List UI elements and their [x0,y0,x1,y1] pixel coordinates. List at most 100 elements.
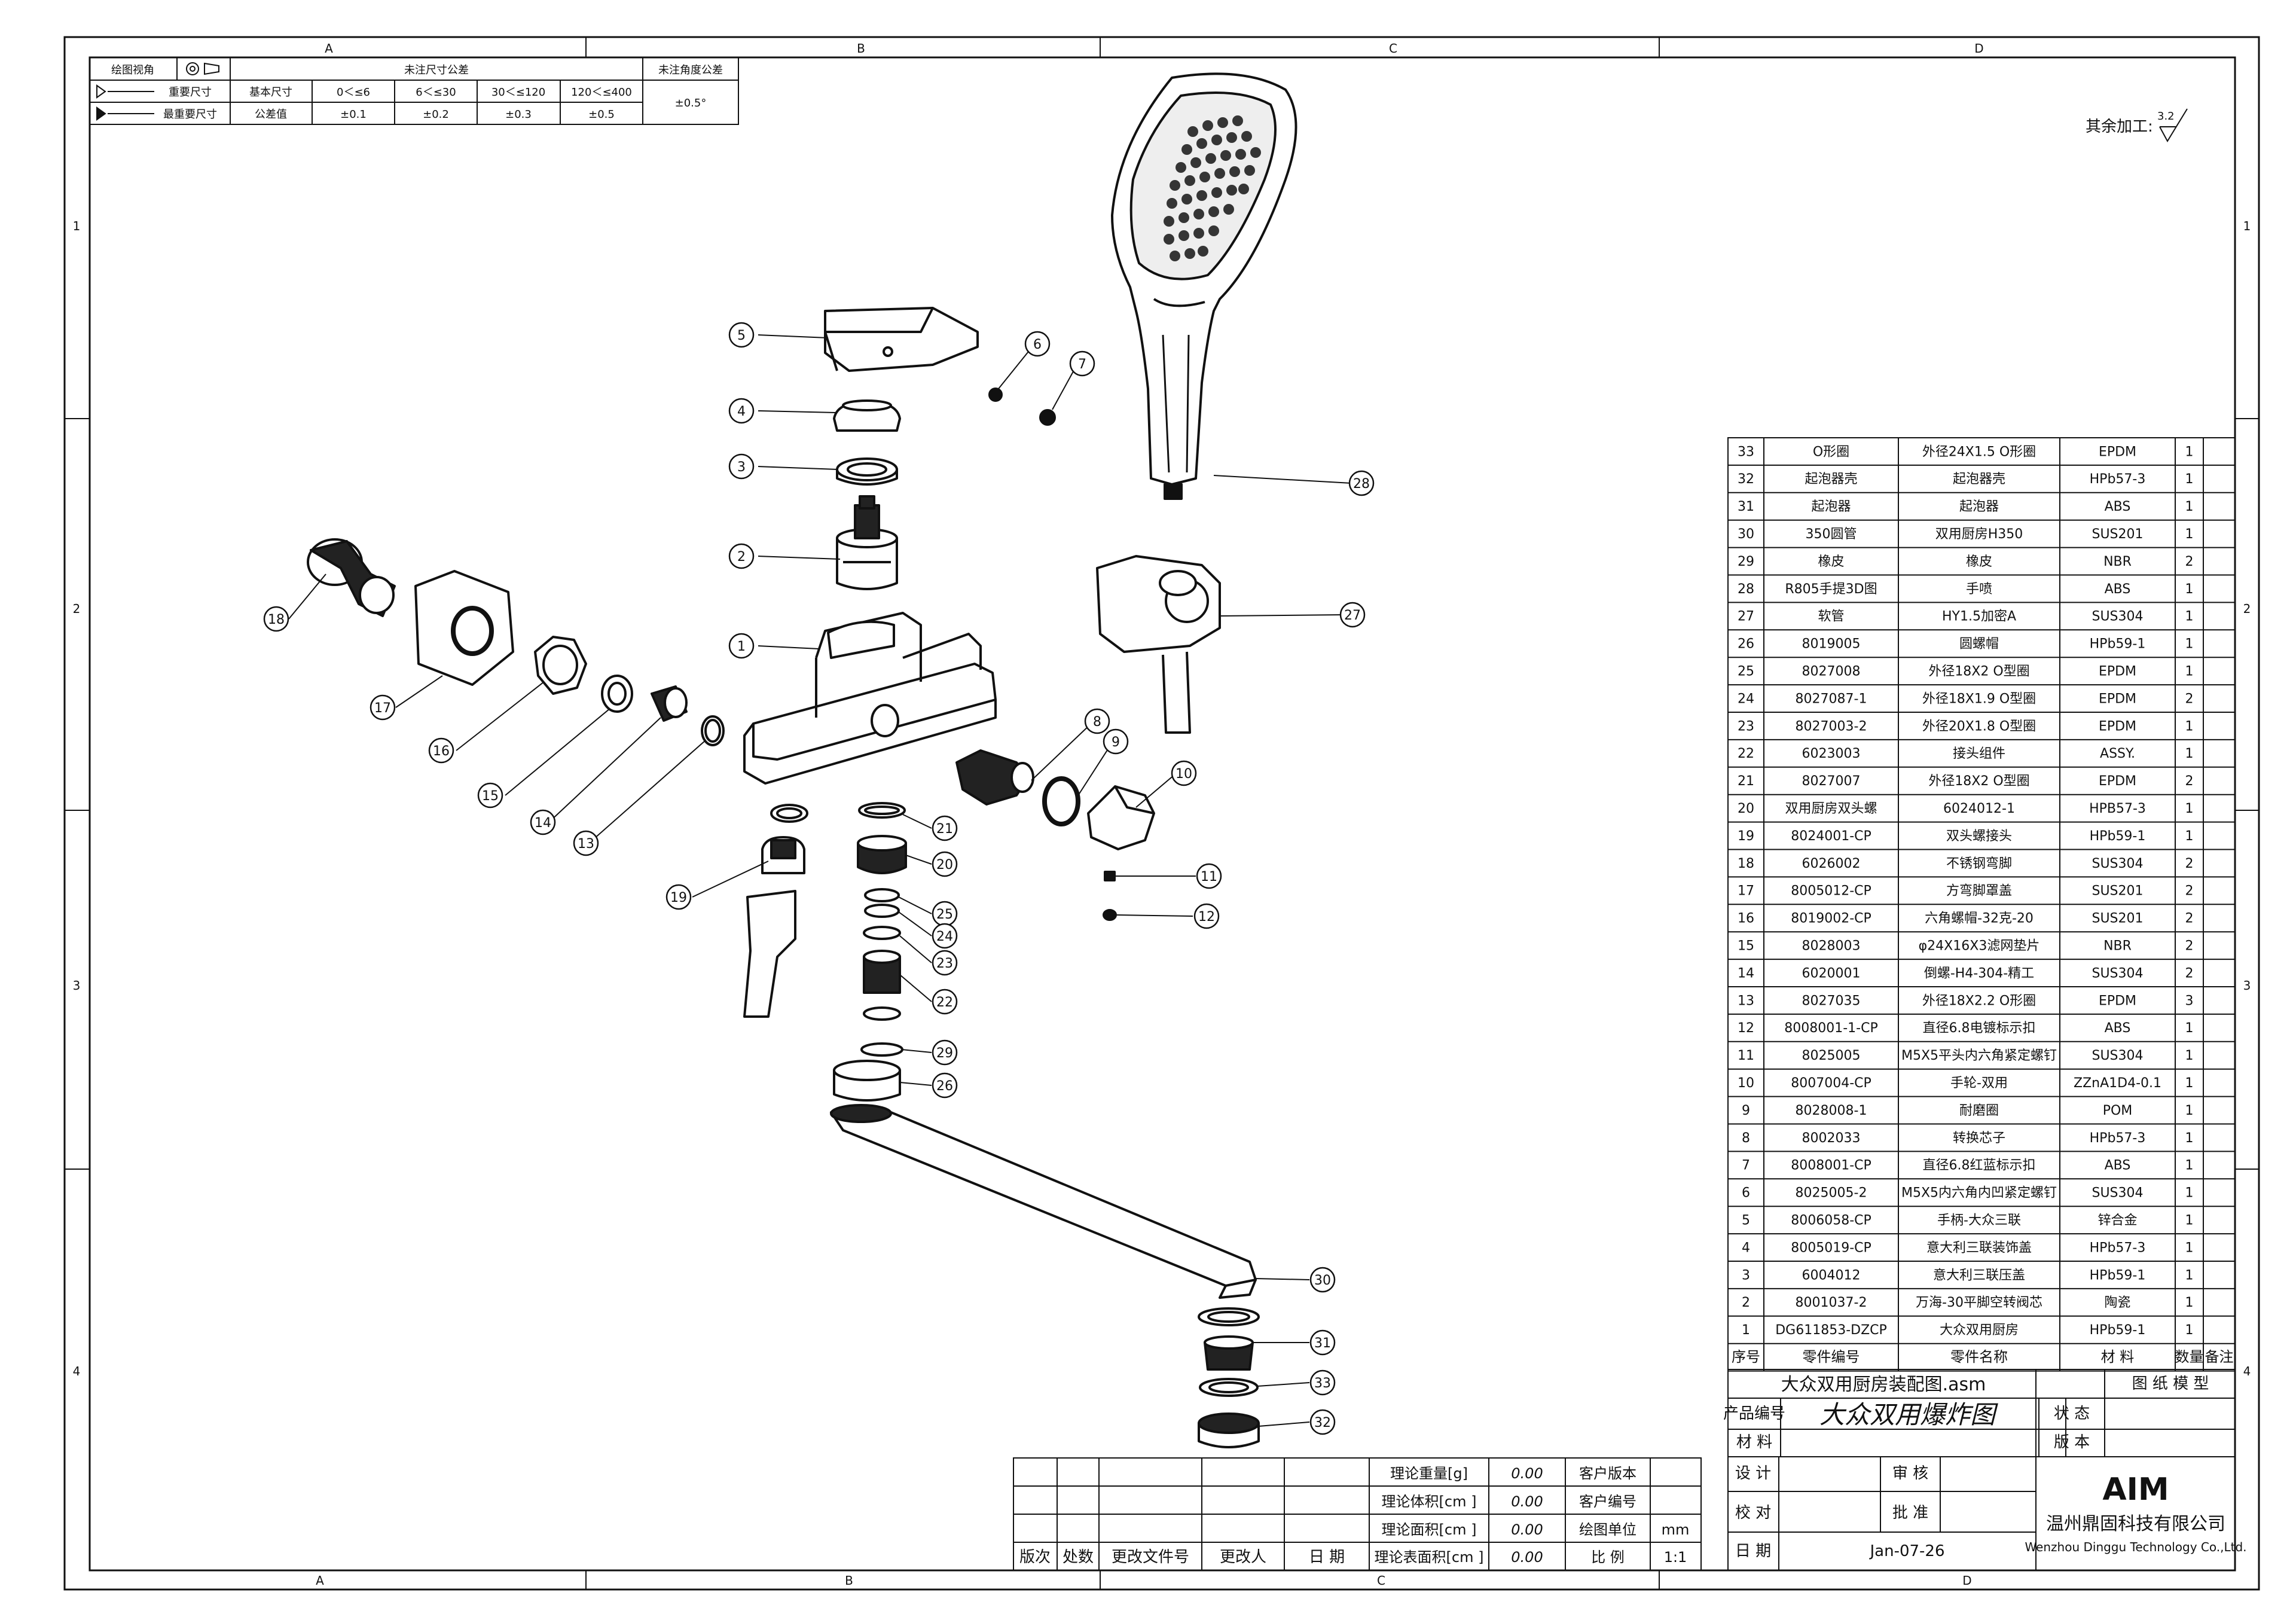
bom-part-no: 8002033 [1802,1131,1861,1146]
bom-part-name: 外径18X2 O型圈 [1928,664,2029,679]
bom-qty: 2 [2185,884,2194,899]
tol-label: 公差值 [255,108,287,121]
bom-part-no: 6004012 [1802,1268,1861,1283]
prop-key-value: 1:1 [1664,1549,1687,1566]
prop-value: 0.00 [1511,1549,1543,1566]
company-logo: AIM [2102,1472,2169,1508]
callout-number: 19 [670,890,687,905]
callout-number: 10 [1176,767,1192,782]
bom-index: 14 [1738,966,1754,981]
bom-index: 17 [1738,884,1754,899]
bom-part-no: DG611853-DZCP [1775,1323,1887,1338]
bom-qty: 1 [2185,1131,2194,1146]
bom-qty: 1 [2185,472,2194,487]
callout-number: 13 [578,837,594,852]
bom-part-no: 8005012-CP [1791,884,1871,899]
drawing-title: 大众双用爆炸图 [1819,1400,1998,1429]
prop-key: 比 例 [1591,1549,1625,1566]
prop-label: 理论重量[g] [1390,1465,1468,1482]
bom-index: 9 [1742,1103,1750,1118]
bom-material: EPDM [2099,774,2136,789]
bom-part-name: 六角螺帽-32克-20 [1925,911,2034,926]
bom-part-no: 8027035 [1802,993,1861,1008]
bom-qty: 2 [2185,856,2194,871]
bom-qty: 1 [2185,1103,2194,1118]
drawing-type-label: 图 纸 模 型 [2132,1375,2209,1393]
bom-part-no: 双用厨房双头螺 [1785,801,1877,816]
bom-header: 备注 [2205,1349,2234,1365]
bom-index: 13 [1738,993,1754,1008]
surface-label: 其余加工: [2086,118,2153,136]
row-label-left: 3 [73,978,81,993]
callout-number: 21 [936,822,953,837]
bom-index: 22 [1738,746,1754,761]
bom-index: 7 [1742,1158,1750,1173]
bom-header: 数量 [2175,1349,2204,1365]
rev-header: 更改人 [1220,1548,1266,1566]
bom-material: EPDM [2099,691,2136,706]
bom-part-name: 手轮-双用 [1950,1076,2008,1091]
bom-part-no: 8008001-CP [1791,1158,1871,1173]
callout-number: 24 [936,929,953,944]
bom-material: ABS [2105,1158,2131,1173]
bom-qty: 2 [2185,691,2194,706]
view-label: 绘图视角 [111,64,154,77]
row-label-left: 4 [73,1364,81,1378]
bom-part-name: 橡皮 [1966,554,1992,569]
callout-number: 25 [936,907,953,922]
bom-material: NBR [2103,938,2132,953]
bom-index: 28 [1738,582,1754,597]
bom-qty: 1 [2185,527,2194,542]
bom-qty: 1 [2185,499,2194,514]
surface-value: 3.2 [2157,110,2175,123]
bom-part-no: 8005019-CP [1791,1240,1871,1255]
bom-index: 31 [1738,499,1754,514]
row-label-right: 2 [2243,602,2251,616]
col-label-top: D [1974,41,1983,56]
bom-index: 32 [1738,472,1754,487]
bom-part-no: 8019002-CP [1791,911,1871,926]
basic-label: 基本尺寸 [249,86,292,99]
col-label-bottom: D [1962,1573,1971,1588]
bom-material: SUS304 [2092,966,2143,981]
bom-qty: 1 [2185,829,2194,844]
bom-qty: 1 [2185,1076,2194,1091]
bom-index: 10 [1738,1076,1754,1091]
bom-index: 15 [1738,938,1754,953]
bom-material: SUS201 [2092,884,2143,899]
bom-part-no: 8028003 [1802,938,1861,953]
bom-part-no: 8028008-1 [1796,1103,1867,1118]
projection-symbol-icon [186,62,219,75]
bom-part-name: 双用厨房H350 [1935,527,2023,542]
check-label: 校 对 [1735,1504,1771,1522]
important-marker-icon [96,84,106,99]
bom-part-name: 起泡器 [1959,499,1999,514]
bom-qty: 2 [2185,938,2194,953]
prop-key: 客户编号 [1579,1493,1636,1510]
bom-material: POM [2103,1103,2133,1118]
bom-qty: 1 [2185,1186,2194,1201]
rev-header: 版次 [1019,1548,1051,1566]
bom-qty: 1 [2185,1213,2194,1228]
bom-part-no: 橡皮 [1818,554,1844,569]
bom-index: 25 [1738,664,1754,679]
bom-material: HPb57-3 [2090,1240,2146,1255]
tolerance-block: 绘图视角 未注尺寸公差 未注角度公差 重要尺寸 最重要尺寸 基本尺寸 公差值 0… [89,57,739,125]
bom-material: SUS304 [2092,856,2143,871]
row-label-left: 1 [73,219,81,233]
bom-index: 6 [1742,1186,1750,1201]
bom-qty: 1 [2185,719,2194,734]
bom-material: EPDM [2099,664,2136,679]
bom-part-name: 万海-30平脚空转阀芯 [1916,1295,2042,1310]
callout-number: 20 [936,858,953,872]
bom-index: 20 [1738,801,1754,816]
bom-index: 8 [1742,1131,1750,1146]
bom-part-name: 耐磨圈 [1959,1103,1999,1118]
bom-material: 锌合金 [2097,1213,2137,1228]
callout-number: 1 [737,639,746,654]
callout-number: 7 [1078,357,1086,372]
range-cell: 120＜≤400 [571,86,632,99]
bom-material: HPb59-1 [2090,829,2146,844]
